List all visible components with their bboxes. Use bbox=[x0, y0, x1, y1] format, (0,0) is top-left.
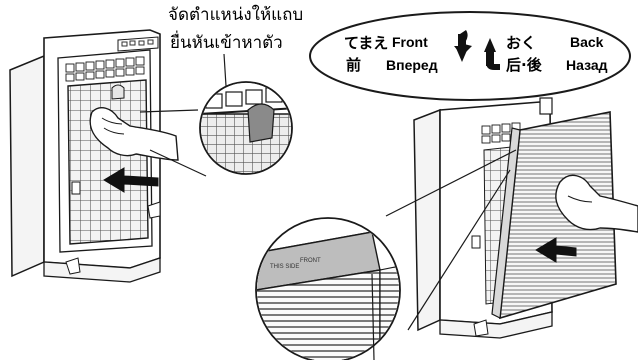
front-label-ja: てまえ bbox=[344, 34, 388, 52]
back-label-zh: 后·後 bbox=[506, 56, 543, 74]
front-label-en: Front bbox=[392, 34, 428, 50]
right-hand-illustration bbox=[555, 174, 638, 233]
back-label-en: Back bbox=[570, 34, 604, 50]
tab-detail-callout bbox=[139, 81, 293, 177]
left-purifier-unit bbox=[9, 29, 161, 283]
front-label-ru: Вперед bbox=[386, 57, 438, 73]
front-label-zh: 前 bbox=[346, 56, 361, 74]
back-direction-arrow bbox=[484, 38, 500, 70]
right-filter-panel bbox=[491, 111, 617, 320]
instruction-line-2: ยื่นหันเข้าหาตัว bbox=[170, 30, 283, 53]
left-push-arrow bbox=[103, 167, 159, 193]
left-hand-illustration bbox=[89, 107, 179, 161]
right-push-arrow bbox=[535, 237, 577, 263]
back-label-ja: おく bbox=[506, 34, 536, 52]
filter-label-line-2: FRONT bbox=[300, 258, 321, 264]
filter-label-callout: THIS SIDE FRONT bbox=[255, 149, 517, 360]
instruction-line-1: จัดตำแหน่งให้แถบ bbox=[168, 4, 303, 25]
direction-legend: てまえ 前 Front Вперед おく 后·後 Back Назад bbox=[309, 11, 631, 101]
filter-label-line-1: THIS SIDE bbox=[270, 264, 299, 270]
instruction-leader-line bbox=[223, 53, 227, 87]
back-label-ru: Назад bbox=[566, 57, 608, 73]
